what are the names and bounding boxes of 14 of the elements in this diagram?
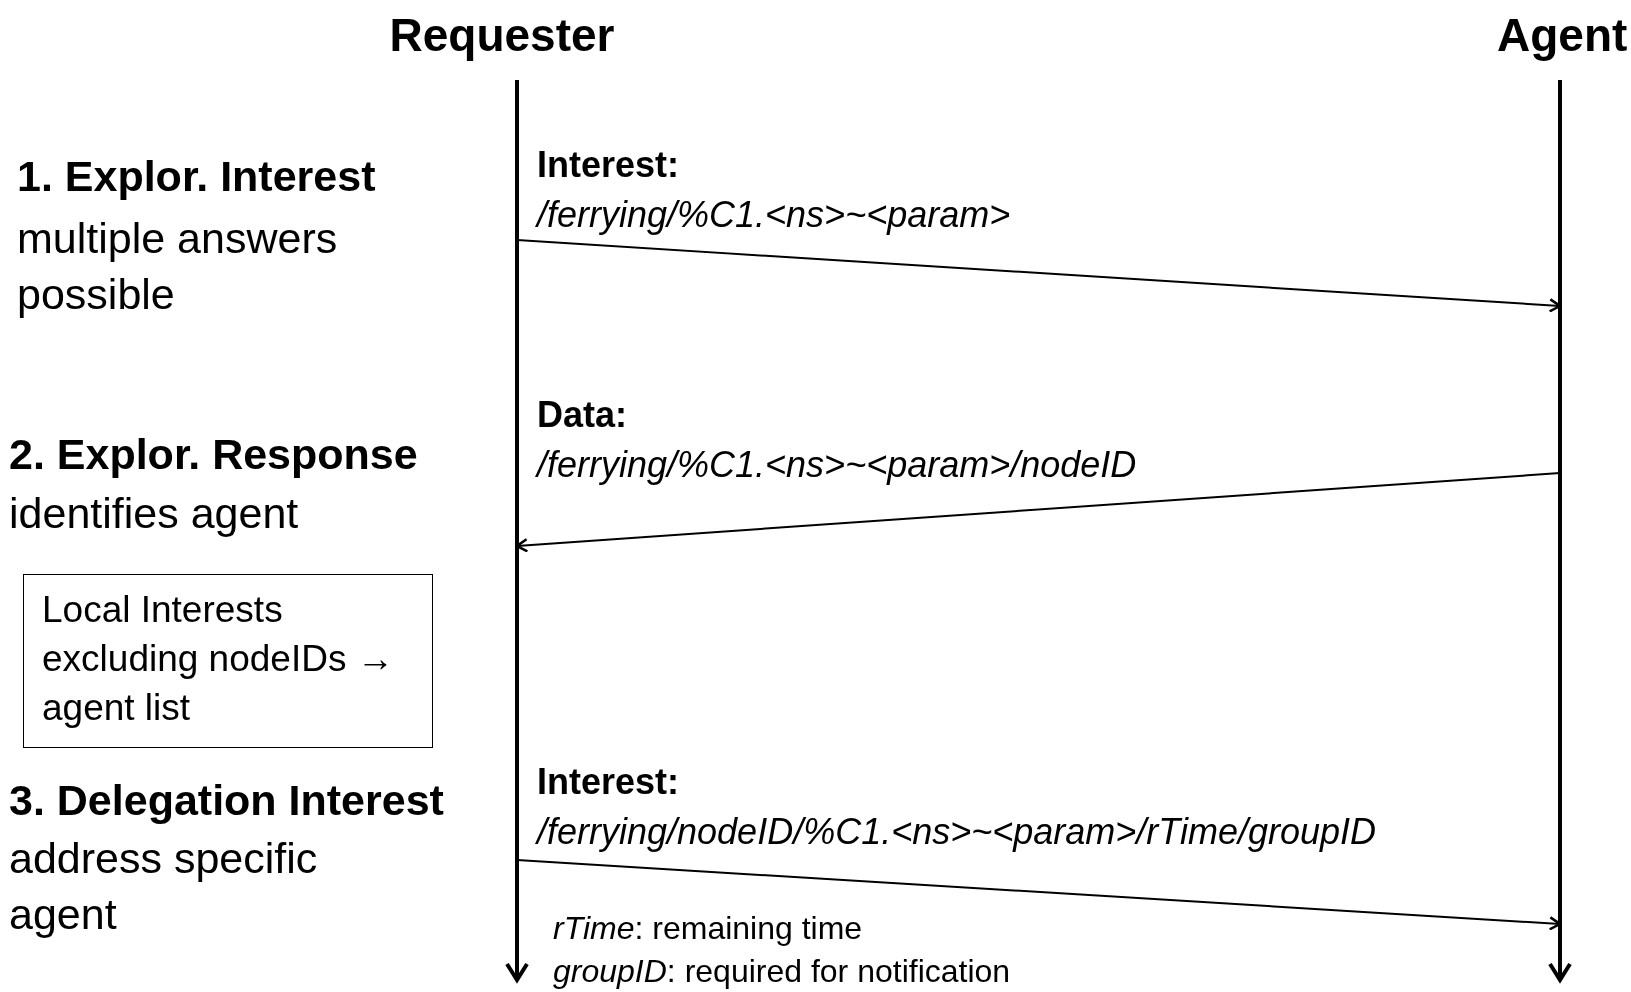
- note-box: Local Interests excluding nodeIDs → agent list: [23, 574, 433, 748]
- step-heading: 1. Explor. Interest: [17, 152, 376, 201]
- step-description: identifies agent: [9, 488, 299, 539]
- lifeline-header: Requester: [389, 8, 615, 62]
- note-text: groupID: required for notification: [553, 953, 1011, 990]
- message-label: Data: /ferrying/%C1.<ns>~<param>/nodeID: [537, 393, 1137, 487]
- step-heading: 2. Explor. Response: [9, 430, 418, 479]
- step-description: multiple answers possible: [17, 213, 339, 320]
- lifeline-header: Agent: [1497, 8, 1628, 62]
- step-heading: 3. Delegation Interest: [9, 776, 444, 825]
- note-text: rTime: remaining time: [553, 910, 863, 947]
- step-description: address specific agent: [9, 833, 319, 940]
- message-label: Interest: /ferrying/%C1.<ns>~<param>: [537, 143, 1011, 237]
- message-label: Interest: /ferrying/nodeID/%C1.<ns>~<param>/rTime/groupID: [537, 760, 1377, 854]
